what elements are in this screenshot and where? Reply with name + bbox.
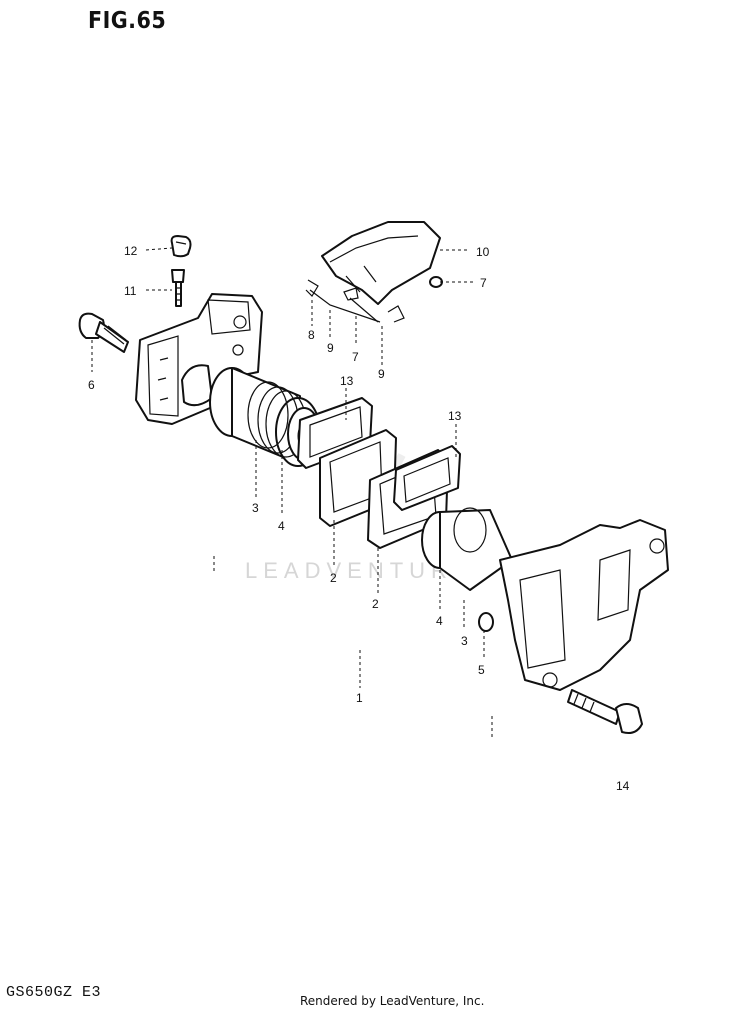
callout-7-bottom: 7 <box>352 350 359 364</box>
callout-3-left: 3 <box>252 501 259 515</box>
callout-3-right: 3 <box>461 634 468 648</box>
leader-lines <box>91 247 493 740</box>
callout-13-left: 13 <box>340 374 354 388</box>
part-14-bolt <box>567 689 643 734</box>
callout-8: 8 <box>308 328 315 342</box>
callout-1: 1 <box>356 691 363 705</box>
callout-4-left: 4 <box>278 519 285 533</box>
callout-5: 5 <box>478 663 485 677</box>
part-10-pad-cover <box>321 221 441 305</box>
callout-13-right: 13 <box>448 409 462 423</box>
callout-7-top: 7 <box>480 276 487 290</box>
callout-2-right: 2 <box>372 597 379 611</box>
part-piston-right <box>421 507 513 632</box>
callout-2-left: 2 <box>330 571 337 585</box>
callout-9-right: 9 <box>378 367 385 381</box>
figure-title: FIG.65 <box>88 8 167 34</box>
callout-12: 12 <box>124 244 138 258</box>
part-11-bleeder-valve <box>171 269 185 307</box>
callout-9-left: 9 <box>327 341 334 355</box>
render-credit: Rendered by LeadVenture, Inc. <box>300 994 485 1008</box>
model-code: GS650GZ E3 <box>6 984 102 1001</box>
callout-10: 10 <box>476 245 490 259</box>
callout-14: 14 <box>616 779 630 793</box>
callout-labels: 12 11 6 10 7 8 9 7 9 13 13 3 4 2 2 4 3 5… <box>88 244 630 793</box>
callout-6: 6 <box>88 378 95 392</box>
part-caliper-right-half <box>499 519 669 691</box>
callout-4-right: 4 <box>436 614 443 628</box>
part-12-cap <box>170 235 192 258</box>
part-6-bolt <box>78 312 129 353</box>
callout-11: 11 <box>124 284 137 298</box>
